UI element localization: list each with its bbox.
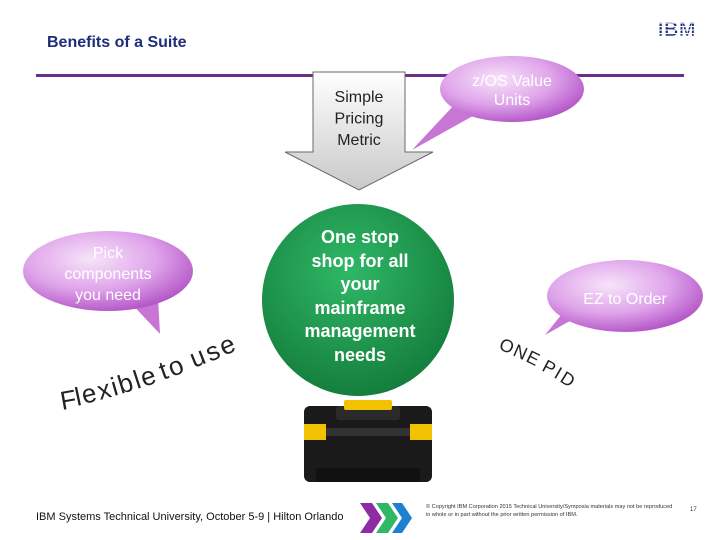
- pick-bubble: [23, 231, 193, 311]
- footer-copyright: © Copyright IBM Corporation 2015 Technic…: [426, 504, 673, 518]
- center-circle-line: One stop: [320, 227, 399, 247]
- flexible-arc-text: F l e x i b l e t o u s e: [58, 328, 240, 416]
- center-circle-line: management: [304, 321, 416, 341]
- center-circle-line: mainframe: [314, 297, 406, 318]
- slide-title: Benefits of a Suite: [47, 34, 187, 51]
- pricing-text-line: Metric: [337, 132, 381, 149]
- one-pid-arc-text: O N E P I D: [497, 333, 579, 391]
- pricing-text-line: Pricing: [335, 111, 384, 128]
- zos-text-line: Units: [494, 92, 530, 109]
- pick-text-line: Pick: [93, 245, 124, 262]
- pricing-text-line: Simple: [335, 89, 384, 106]
- center-circle-line: your: [340, 274, 380, 294]
- pick-text-line: components: [64, 266, 151, 283]
- ez-text-line: EZ to Order: [583, 291, 667, 308]
- toolbox-image: [304, 400, 432, 482]
- zos-text-line: z/OS Value: [472, 73, 552, 90]
- page-number: 17: [690, 507, 697, 513]
- center-circle-line: shop for all: [311, 250, 409, 271]
- ibm-logo: IBM: [652, 19, 702, 39]
- zos-bubble-tail: [412, 104, 480, 150]
- zos-bubble: [440, 56, 584, 122]
- pricing-arrow: [284, 71, 434, 191]
- footer-event-text: IBM Systems Technical University, Octobe…: [36, 511, 344, 523]
- pick-callout-text: Pick components you need: [64, 245, 151, 304]
- pick-text-line: you need: [75, 287, 141, 304]
- footer-chevron-icon: [360, 503, 412, 533]
- center-circle-line: needs: [333, 344, 387, 365]
- center-circle: [262, 204, 454, 396]
- ez-bubble: [547, 260, 703, 332]
- ez-callout-text: EZ to Order: [583, 291, 667, 308]
- center-circle-text: One stop shop for all your mainframe managem…: [290, 226, 430, 367]
